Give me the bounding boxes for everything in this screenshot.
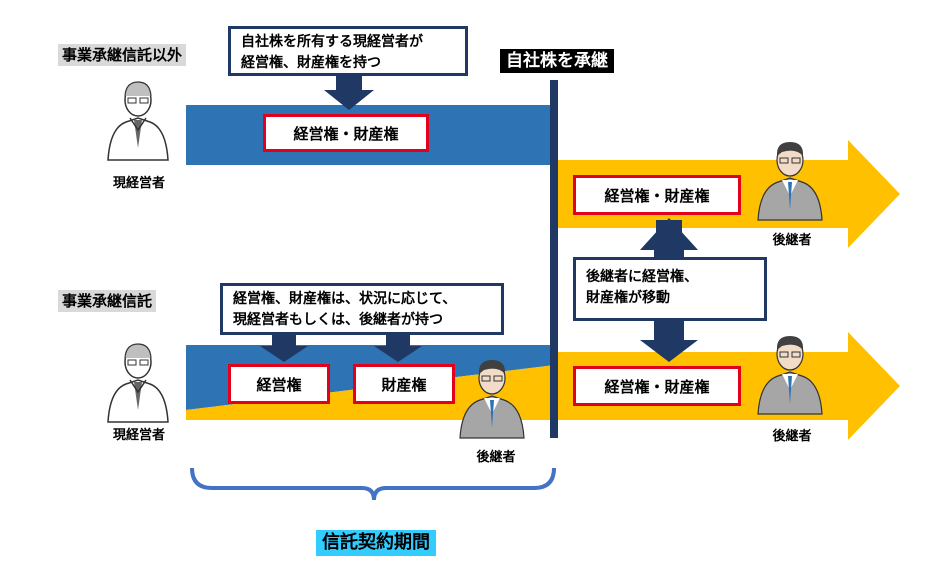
box-top-rights: 経営権・財産権 <box>263 114 429 152</box>
callout-top-line1: 自社株を所有する現経営者が <box>241 34 423 50</box>
successor-figure-mid <box>459 360 525 439</box>
label-without-trust: 事業承継信託以外 <box>58 44 187 66</box>
box-property: 財産権 <box>353 364 455 404</box>
up-arrowhead <box>640 218 698 258</box>
box-mgmt: 経営権 <box>228 364 330 404</box>
callout-right: 後継者に経営権、 財産権が移動 <box>573 257 767 321</box>
current-manager-figure-top <box>107 81 169 161</box>
label-current-top: 現経営者 <box>112 176 165 191</box>
label-successor-mid: 後継者 <box>476 450 516 465</box>
label-current-bottom: 現経営者 <box>112 428 165 443</box>
successor-figure-right-bottom <box>757 336 823 415</box>
callout-bottom-line1: 経営権、財産権は、状況に応じて、 <box>233 291 457 307</box>
succession-divider <box>550 80 558 438</box>
down-arrow-mgmt <box>260 334 308 362</box>
label-successor-right-bottom: 後継者 <box>772 429 812 444</box>
callout-bottom-line2: 現経営者もしくは、後継者が持つ <box>233 312 443 328</box>
callout-top-line2: 経営権、財産権を持つ <box>241 55 381 71</box>
label-successor-right-top: 後継者 <box>772 233 812 248</box>
label-with-trust: 事業承継信託 <box>58 290 157 312</box>
callout-right-line2: 財産権が移動 <box>586 290 670 306</box>
trust-period-label: 信託契約期間 <box>316 530 436 556</box>
callout-top: 自社株を所有する現経営者が 経営権、財産権を持つ <box>228 26 468 76</box>
callout-right-line1: 後継者に経営権、 <box>586 269 698 285</box>
box-right-top-rights: 経営権・財産権 <box>573 175 741 215</box>
current-manager-figure-bottom <box>107 343 169 423</box>
box-right-bottom-rights: 経営権・財産権 <box>573 366 741 406</box>
successor-figure-right-top <box>757 142 823 221</box>
down-arrow-property <box>374 334 422 362</box>
trust-period-bracket <box>190 467 556 501</box>
inherit-shares-label: 自社株を承継 <box>500 49 614 73</box>
callout-bottom: 経営権、財産権は、状況に応じて、 現経営者もしくは、後継者が持つ <box>220 283 504 335</box>
down-arrow-top <box>324 76 374 110</box>
down-arrowhead <box>640 320 698 362</box>
